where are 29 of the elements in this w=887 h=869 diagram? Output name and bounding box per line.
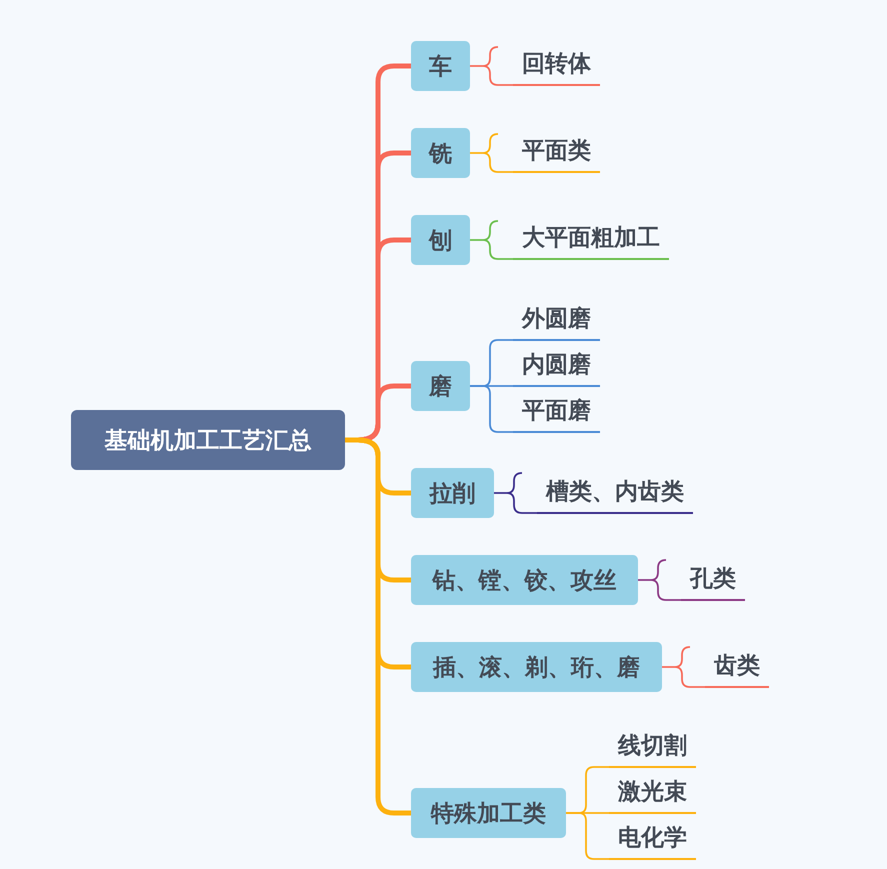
topic-box: 铣 — [411, 128, 470, 178]
underlined-subtopic: 回转体 — [513, 44, 600, 86]
topic-box: 拉削 — [411, 468, 494, 518]
underlined-subtopic: 齿类 — [705, 646, 769, 688]
brace-connector — [637, 559, 682, 601]
underlined-subtopic: 平面磨 — [513, 391, 600, 433]
topic-box: 钻、镗、铰、攻丝 — [411, 555, 638, 605]
brace-connector — [661, 646, 706, 688]
brace-connector — [469, 133, 514, 173]
underlined-subtopic: 平面类 — [513, 131, 600, 173]
topic-box: 插、滚、剃、珩、磨 — [411, 642, 662, 692]
underlined-subtopic: 外圆磨 — [513, 299, 600, 341]
underlined-subtopic: 线切割 — [609, 726, 696, 768]
underlined-subtopic: 槽类、内齿类 — [537, 472, 693, 514]
topic-box: 车 — [411, 41, 470, 91]
brace-connector — [469, 46, 514, 86]
brace-connector — [566, 812, 609, 860]
topic-box: 特殊加工类 — [411, 788, 566, 838]
topic-box: 刨 — [411, 215, 470, 265]
central-topic-box: 基础机加工工艺汇总 — [71, 410, 345, 470]
topic-box: 磨 — [411, 361, 470, 411]
underlined-subtopic: 大平面粗加工 — [513, 218, 669, 260]
underlined-subtopic: 孔类 — [681, 559, 745, 601]
brace-connector — [469, 220, 514, 260]
underlined-subtopic: 电化学 — [609, 818, 696, 860]
underlined-subtopic: 激光束 — [609, 772, 696, 814]
brace-connector — [470, 385, 513, 433]
underlined-subtopic: 内圆磨 — [513, 345, 600, 387]
brace-connector — [493, 472, 538, 514]
